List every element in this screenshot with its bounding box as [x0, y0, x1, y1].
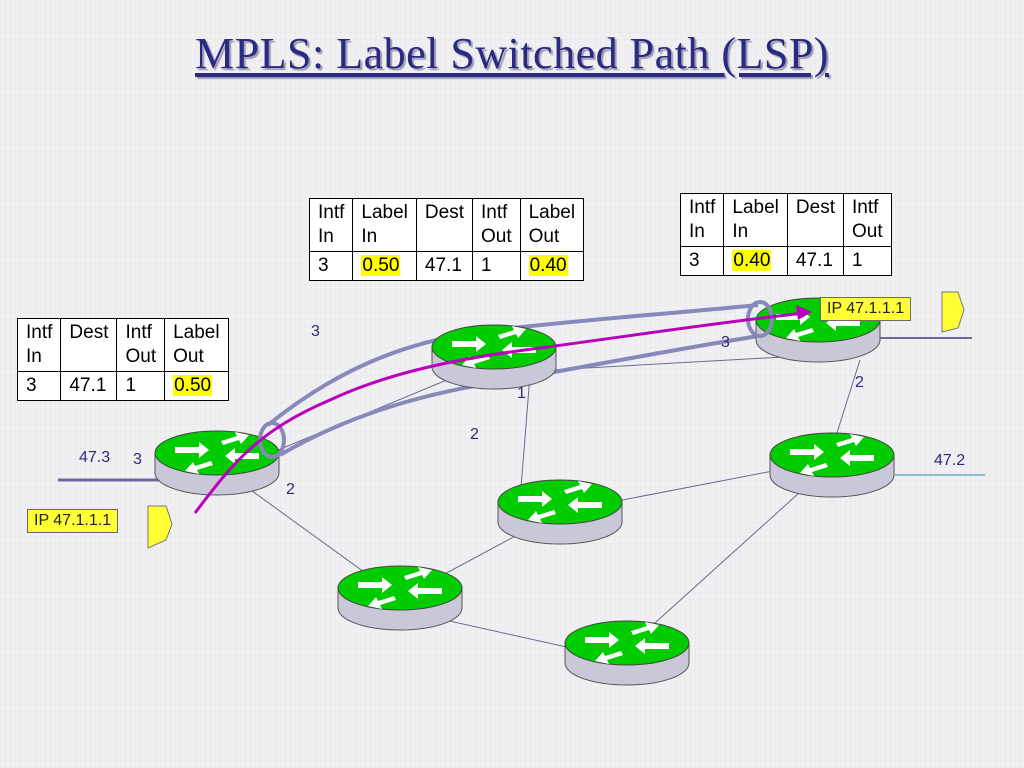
cell-label-in: 0.40 — [723, 246, 788, 276]
r3-interface-2-label: 2 — [855, 374, 864, 391]
link-r2-r5 — [519, 374, 531, 501]
r1-interface-3-label: 3 — [133, 451, 142, 468]
r2-interface-1-label: 1 — [517, 385, 526, 402]
router-r5[interactable] — [497, 479, 623, 545]
lsp-path-arrowhead — [796, 305, 812, 320]
network-47-3-label: 47.3 — [79, 449, 111, 466]
cell-label-out: 0.40 — [519, 251, 585, 281]
r2-interface-3-label: 3 — [311, 323, 320, 340]
link-r2-r3 — [549, 354, 821, 371]
header-dest: Dest — [786, 193, 844, 247]
table-row: 3 0.40 47.1 1 — [679, 246, 892, 276]
router-r2[interactable] — [431, 324, 557, 390]
packet-arrow-icon — [147, 505, 173, 549]
ingress-packet-label: IP 47.1.1.1 — [27, 509, 119, 533]
router-r7[interactable] — [564, 620, 690, 686]
router-r6[interactable] — [769, 432, 895, 498]
table-row: 3 0.50 47.1 1 0.40 — [308, 251, 585, 281]
lsp-path — [193, 311, 806, 514]
cell-intf-in: 3 — [16, 371, 62, 401]
table-row: 3 47.1 1 0.50 — [16, 371, 229, 401]
cell-dest: 47.1 — [786, 246, 844, 276]
r1-interface-2-label: 2 — [286, 481, 295, 498]
packet-arrow-icon — [941, 291, 965, 333]
cell-intf-in: 3 — [679, 246, 725, 276]
cell-label-in: 0.50 — [352, 251, 417, 281]
header-dest: Dest — [60, 318, 118, 372]
r3-interface-3-label: 3 — [721, 334, 730, 351]
cell-dest: 47.1 — [415, 251, 473, 281]
slide-title: MPLS: Label Switched Path (LSP) — [195, 29, 829, 78]
cell-dest: 47.1 — [60, 371, 118, 401]
link-r7-r6 — [624, 464, 831, 651]
cell-label-out: 0.50 — [164, 371, 229, 401]
cell-intf-out: 1 — [116, 371, 166, 401]
r2-interface-2-label: 2 — [470, 426, 479, 443]
header-dest: Dest — [415, 198, 473, 252]
router-r4[interactable] — [337, 565, 463, 631]
egress-packet-label: IP 47.1.1.1 — [820, 297, 912, 321]
cell-intf-in: 3 — [308, 251, 354, 281]
cell-intf-out: 1 — [842, 246, 892, 276]
cell-intf-out: 1 — [471, 251, 521, 281]
network-47-2-label: 47.2 — [934, 452, 966, 469]
